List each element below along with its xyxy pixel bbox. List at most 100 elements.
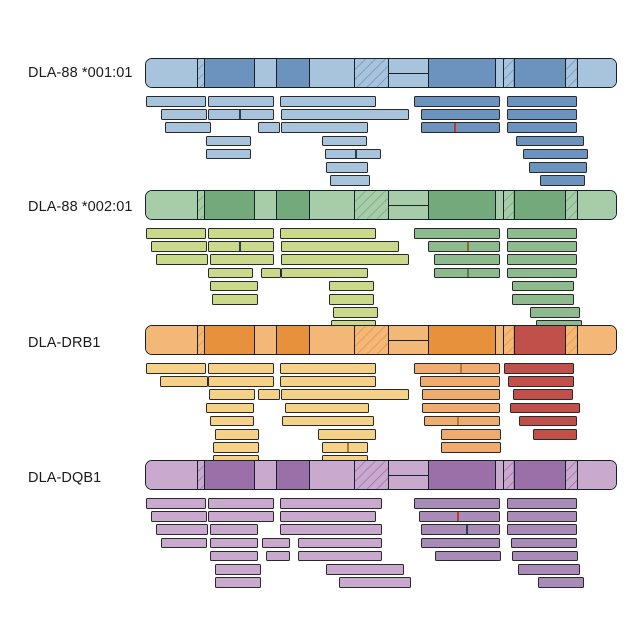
reference-bar[interactable] [145, 325, 617, 355]
reference-segment[interactable] [255, 59, 278, 87]
read-segment[interactable] [212, 294, 258, 305]
read-segment[interactable] [280, 524, 382, 535]
reference-segment[interactable] [514, 191, 567, 219]
read-segment[interactable] [538, 577, 584, 588]
read-segment[interactable] [285, 402, 369, 414]
reference-segment[interactable] [198, 191, 205, 219]
reference-segment[interactable] [566, 461, 579, 489]
read-segment[interactable] [434, 254, 500, 265]
read-segment[interactable] [421, 122, 500, 133]
reference-segment[interactable] [277, 326, 310, 354]
reference-segment[interactable] [309, 461, 356, 489]
read-segment[interactable] [280, 96, 376, 107]
reference-segment[interactable] [429, 191, 496, 219]
reference-segment[interactable] [566, 59, 579, 87]
read-segment[interactable] [322, 135, 367, 147]
reference-segment[interactable] [198, 59, 205, 87]
reference-bar[interactable] [145, 58, 617, 88]
read-segment[interactable] [513, 389, 573, 400]
reference-segment[interactable] [309, 326, 356, 354]
read-segment[interactable] [330, 175, 370, 186]
reference-segment[interactable] [514, 59, 567, 87]
reference-segment[interactable] [146, 461, 199, 489]
read-segment[interactable] [435, 550, 501, 562]
reference-segment[interactable] [198, 461, 205, 489]
read-segment[interactable] [262, 537, 290, 549]
read-segment[interactable] [215, 429, 259, 440]
read-segment[interactable] [414, 498, 500, 509]
reference-segment[interactable] [255, 461, 278, 489]
read-segment[interactable] [280, 376, 376, 387]
reference-segment[interactable] [355, 59, 390, 87]
read-segment[interactable] [523, 148, 588, 160]
reference-segment[interactable] [355, 191, 390, 219]
read-segment[interactable] [208, 267, 253, 279]
read-segment[interactable] [510, 402, 580, 414]
reference-segment[interactable] [389, 461, 430, 489]
reference-segment[interactable] [429, 59, 496, 87]
reference-segment[interactable] [514, 326, 567, 354]
read-segment[interactable] [508, 376, 574, 387]
read-segment[interactable] [421, 109, 500, 120]
read-segment[interactable] [258, 389, 280, 400]
read-segment[interactable] [507, 267, 577, 279]
reference-segment[interactable] [495, 326, 505, 354]
read-segment[interactable] [441, 429, 501, 440]
read-segment[interactable] [281, 122, 368, 133]
read-segment[interactable] [414, 228, 500, 239]
reference-segment[interactable] [355, 461, 390, 489]
reference-segment[interactable] [566, 326, 579, 354]
read-segment[interactable] [258, 122, 280, 133]
read-segment[interactable] [326, 564, 404, 575]
read-segment[interactable] [208, 511, 274, 522]
read-segment[interactable] [414, 96, 500, 107]
read-segment[interactable] [281, 267, 368, 279]
reference-segment[interactable] [277, 59, 310, 87]
read-segment[interactable] [146, 96, 206, 107]
reference-segment[interactable] [504, 461, 515, 489]
reference-segment[interactable] [255, 191, 278, 219]
read-segment[interactable] [441, 442, 501, 453]
read-segment[interactable] [281, 241, 399, 252]
reference-segment[interactable] [504, 59, 515, 87]
read-segment[interactable] [419, 511, 500, 522]
read-segment[interactable] [281, 254, 409, 265]
read-segment[interactable] [512, 294, 574, 305]
read-segment[interactable] [298, 550, 382, 562]
reference-segment[interactable] [578, 326, 616, 354]
read-segment[interactable] [165, 122, 211, 133]
reference-segment[interactable] [495, 191, 505, 219]
read-segment[interactable] [210, 537, 258, 549]
read-segment[interactable] [428, 241, 500, 252]
read-segment[interactable] [516, 135, 584, 147]
reference-segment[interactable] [309, 191, 356, 219]
reference-segment[interactable] [309, 59, 356, 87]
read-segment[interactable] [280, 228, 376, 239]
read-segment[interactable] [208, 376, 274, 387]
reference-segment[interactable] [355, 326, 390, 354]
read-segment[interactable] [161, 109, 207, 120]
reference-segment[interactable] [495, 59, 505, 87]
read-segment[interactable] [519, 415, 577, 427]
read-segment[interactable] [511, 537, 577, 549]
read-segment[interactable] [209, 389, 255, 400]
reference-segment[interactable] [495, 461, 505, 489]
read-segment[interactable] [422, 389, 500, 400]
read-segment[interactable] [421, 524, 500, 535]
read-segment[interactable] [339, 577, 411, 588]
reference-segment[interactable] [389, 326, 430, 354]
read-segment[interactable] [210, 524, 258, 535]
read-segment[interactable] [507, 122, 577, 133]
read-segment[interactable] [146, 228, 206, 239]
read-segment[interactable] [210, 415, 254, 427]
reference-segment[interactable] [429, 326, 496, 354]
read-segment[interactable] [215, 577, 261, 588]
reference-segment[interactable] [578, 59, 616, 87]
read-segment[interactable] [208, 96, 274, 107]
reference-segment[interactable] [389, 59, 430, 87]
reference-segment[interactable] [146, 191, 199, 219]
reference-segment[interactable] [255, 326, 278, 354]
read-segment[interactable] [208, 109, 274, 120]
read-segment[interactable] [507, 109, 577, 120]
read-segment[interactable] [146, 363, 206, 374]
